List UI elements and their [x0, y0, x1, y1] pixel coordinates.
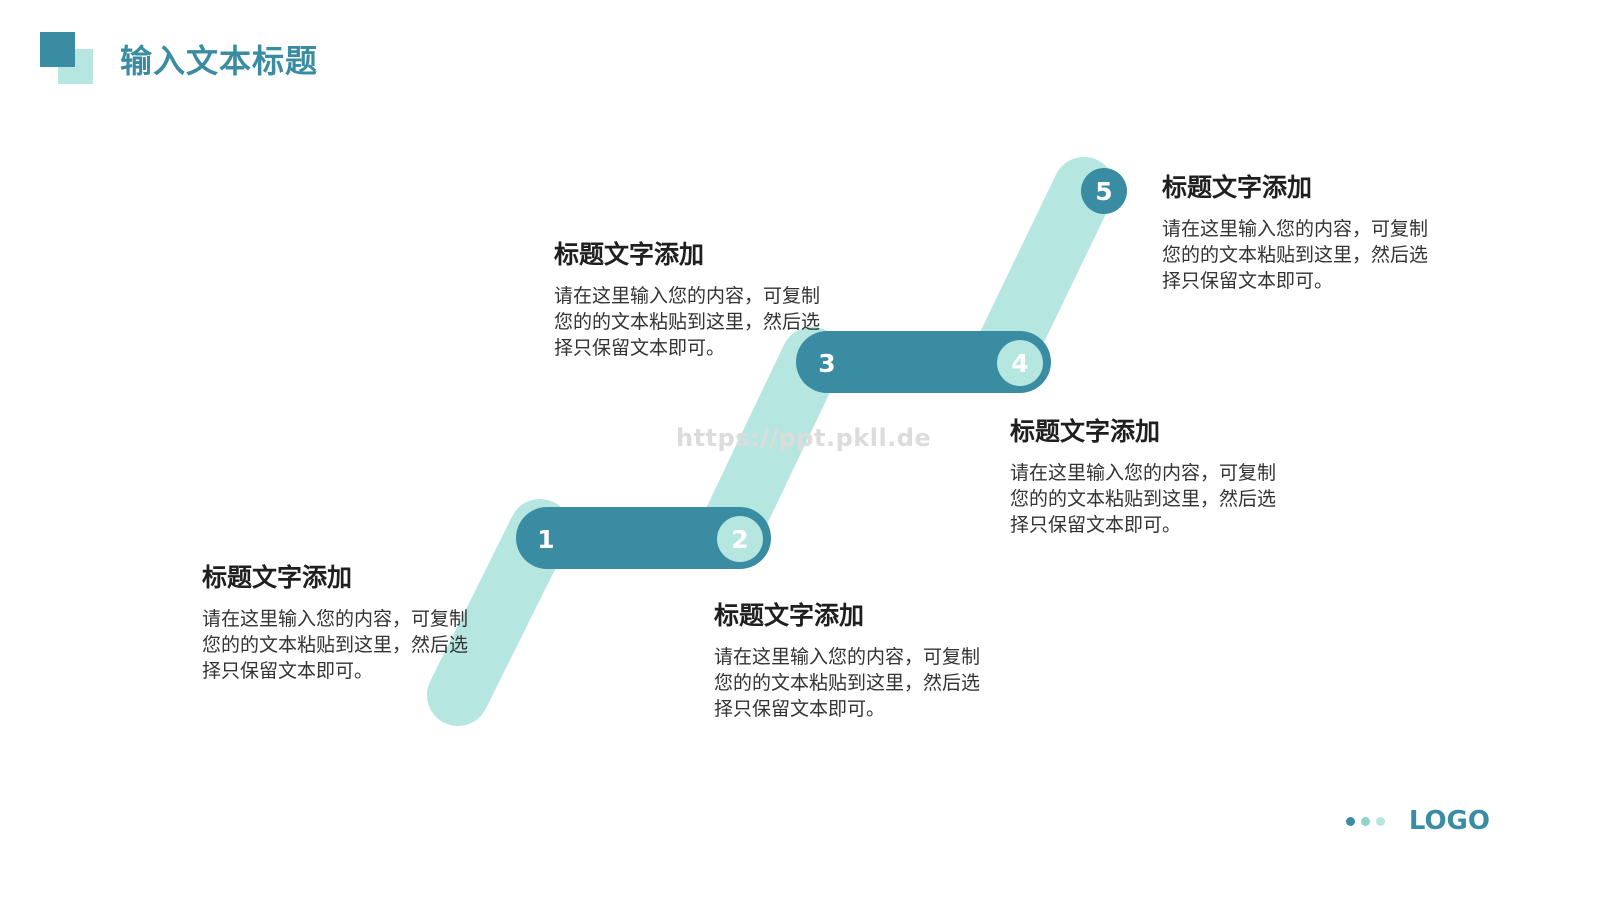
step-number-4: 4	[1011, 349, 1028, 378]
step-title-3: 标题文字添加	[554, 240, 705, 269]
step-number-2: 2	[731, 525, 748, 554]
step-desc-3: 请在这里输入您的内容，可复制您的的文本粘贴到这里，然后选择只保留文本即可。	[554, 285, 821, 359]
footer-logo: LOGO	[1408, 806, 1490, 836]
step-title-2: 标题文字添加	[714, 601, 865, 630]
step-text-2: 标题文字添加 请在这里输入您的内容，可复制您的的文本粘贴到这里，然后选择只保留文…	[714, 596, 984, 722]
diagonal-bar-2	[699, 327, 843, 561]
step-title-1: 标题文字添加	[202, 563, 353, 592]
step-number-1: 1	[537, 525, 554, 554]
step-circle-4	[997, 340, 1043, 386]
header-squares-logo	[40, 32, 94, 86]
step-marker-4: 4	[997, 340, 1043, 386]
step-circle-3	[804, 340, 850, 386]
page-title: 输入文本标题	[120, 42, 319, 80]
footer-dot-3	[1375, 816, 1385, 826]
step-desc-5: 请在这里输入您的内容，可复制您的的文本粘贴到这里，然后选择只保留文本即可。	[1162, 218, 1429, 292]
step-circle-2	[717, 516, 763, 562]
step-marker-1: 1	[523, 516, 569, 562]
step-title-5: 标题文字添加	[1162, 173, 1313, 202]
step-desc-4: 请在这里输入您的内容，可复制您的的文本粘贴到这里，然后选择只保留文本即可。	[1010, 462, 1277, 536]
step-desc-2: 请在这里输入您的内容，可复制您的的文本粘贴到这里，然后选择只保留文本即可。	[714, 646, 981, 720]
watermark-url: https://ppt.pkll.de	[676, 424, 932, 452]
step-desc-1: 请在这里输入您的内容，可复制您的的文本粘贴到这里，然后选择只保留文本即可。	[202, 608, 469, 682]
diagonal-bar-3	[971, 157, 1115, 389]
footer-dot-2	[1360, 816, 1370, 826]
step-text-4: 标题文字添加 请在这里输入您的内容，可复制您的的文本粘贴到这里，然后选择只保留文…	[1010, 412, 1280, 538]
footer: LOGO	[1345, 806, 1490, 836]
step-title-4: 标题文字添加	[1010, 417, 1161, 446]
step-marker-5: 5	[1081, 168, 1127, 214]
dark-square	[40, 32, 75, 67]
footer-dot-1	[1345, 816, 1355, 826]
step-text-1: 标题文字添加 请在这里输入您的内容，可复制您的的文本粘贴到这里，然后选择只保留文…	[202, 558, 472, 684]
step-marker-2: 2	[717, 516, 763, 562]
step-number-5: 5	[1095, 177, 1112, 206]
step-circle-5	[1081, 168, 1127, 214]
step-text-5: 标题文字添加 请在这里输入您的内容，可复制您的的文本粘贴到这里，然后选择只保留文…	[1162, 168, 1432, 294]
step-marker-3: 3	[804, 340, 850, 386]
step-number-3: 3	[818, 349, 835, 378]
step-circle-1	[523, 516, 569, 562]
step-text-3: 标题文字添加 请在这里输入您的内容，可复制您的的文本粘贴到这里，然后选择只保留文…	[554, 235, 824, 361]
